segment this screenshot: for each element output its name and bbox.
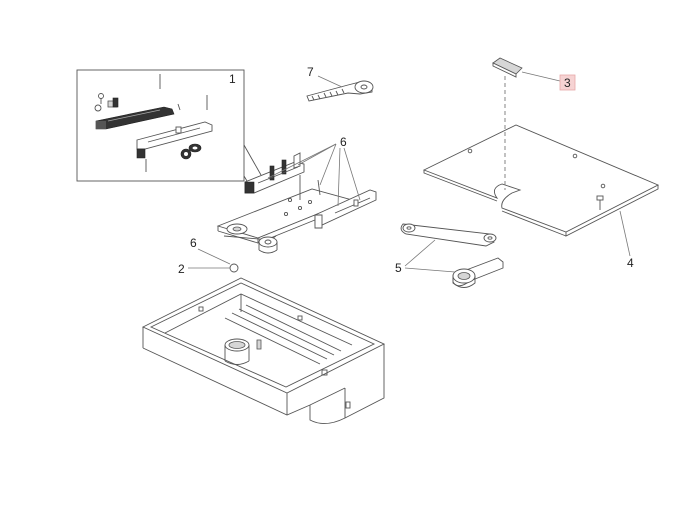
release-lever-hub — [452, 257, 504, 288]
limit-switch-bracket-lower — [136, 121, 213, 159]
inset-connector — [243, 144, 262, 176]
grease-nipple — [229, 263, 239, 273]
callout-4: 4 — [627, 256, 634, 270]
callout-3: 3 — [564, 76, 571, 90]
part-1-inset — [76, 69, 245, 182]
callout-6-upper: 6 — [340, 135, 347, 149]
callout-5: 5 — [395, 261, 402, 275]
arm-pivot — [223, 235, 278, 254]
cam-knob — [180, 143, 202, 160]
callout-2: 2 — [178, 262, 185, 276]
inset-frame — [76, 69, 245, 182]
callout-3-highlight — [559, 74, 576, 91]
release-lever-arm — [400, 223, 497, 247]
foundation-box — [141, 277, 386, 424]
release-key — [306, 80, 374, 102]
callout-7: 7 — [307, 65, 314, 79]
cover-clip — [492, 57, 523, 78]
callout-1: 1 — [229, 72, 236, 86]
leader-lines — [188, 71, 631, 273]
side-bracket — [314, 189, 377, 229]
cover-plate — [422, 124, 660, 237]
gear-mount-bracket — [244, 152, 305, 194]
callout-labels: 1 2 3 4 5 6 6 7 — [178, 65, 634, 276]
limit-switch-bracket-upper — [95, 103, 181, 130]
screw-assembly — [94, 93, 119, 112]
callout-6-lower: 6 — [190, 236, 197, 250]
